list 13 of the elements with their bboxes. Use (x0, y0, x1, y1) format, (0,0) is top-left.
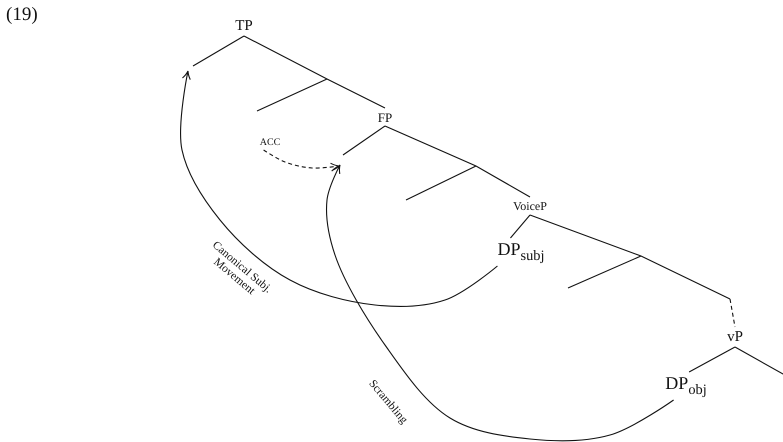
tree-branch (510, 214, 530, 238)
phrase-label: FP (378, 110, 392, 124)
phrase-label: VoiceP (513, 200, 547, 212)
tree-branch (384, 126, 530, 198)
phrase-label: DP$_{subj}$ (497, 240, 544, 264)
phrase-label: ACC (260, 138, 280, 148)
tree-branch (244, 36, 386, 108)
tree-branch (688, 346, 736, 372)
phrase-label: TP (235, 18, 253, 34)
phrase-label: vP (727, 330, 743, 344)
example-number: (19) (6, 4, 38, 26)
phrase-label: DP$_{obj}$ (665, 374, 707, 398)
tree-branch (530, 214, 736, 328)
